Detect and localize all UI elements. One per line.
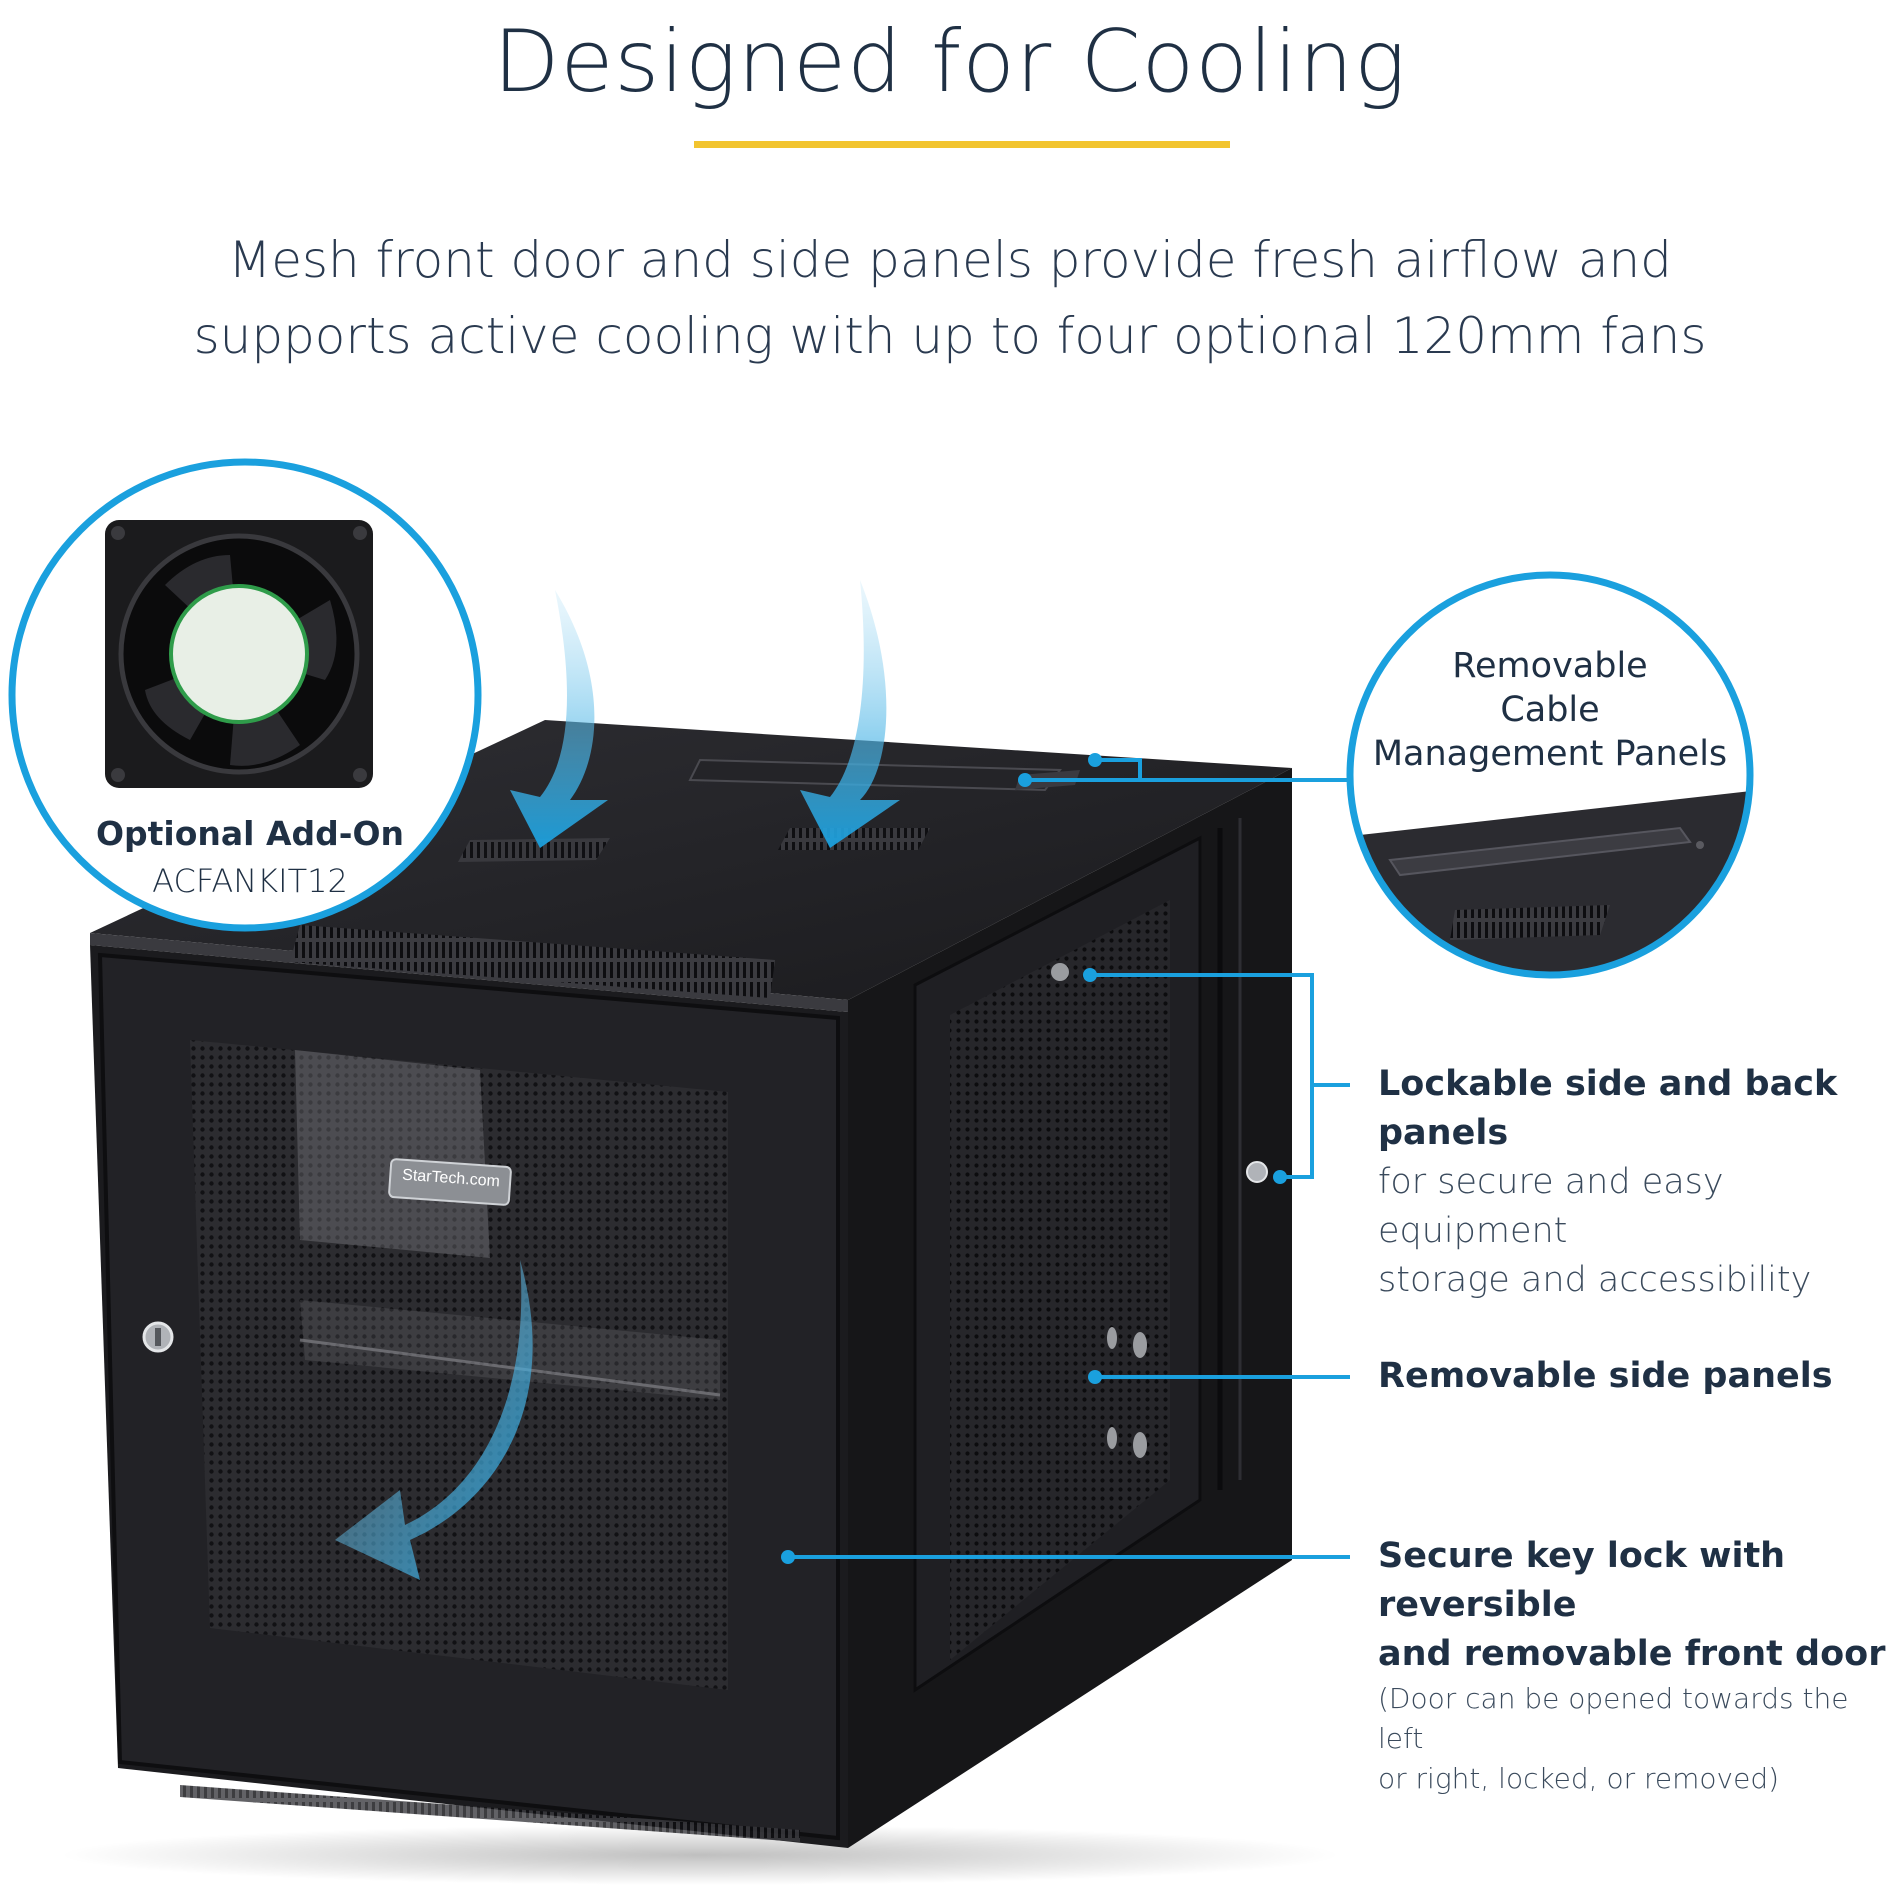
page-title: Designed for Cooling	[493, 12, 1407, 112]
feature-keylock-title-1: Secure key lock with reversible	[1378, 1536, 1786, 1625]
cable-panel-label: Removable Cable Management Panels	[1360, 644, 1740, 776]
feature-lockable-line1: for secure and easy equipment	[1378, 1162, 1724, 1251]
cabinet-top	[90, 720, 1292, 1012]
feature-keylock-title-2: and removable front door	[1378, 1634, 1886, 1674]
feature-removable-side: Removable side panels	[1378, 1352, 1833, 1401]
feature-lockable-title: Lockable side and back panels	[1378, 1064, 1838, 1153]
page-subtitle: Mesh front door and side panels provide …	[150, 222, 1750, 374]
cable-panel-label-1: Removable	[1452, 646, 1648, 686]
subtitle-line-2: supports active cooling with up to four …	[193, 307, 1707, 365]
fan-sku-label: ACFANKIT12	[152, 862, 348, 900]
cable-panel-label-2: Cable	[1500, 690, 1600, 730]
fan-addon-label: Optional Add-On	[95, 814, 405, 853]
feature-keylock-note-2: or right, locked, or removed)	[1378, 1762, 1780, 1795]
airflow-arrows	[335, 580, 900, 1580]
fan-callout-circle	[8, 458, 482, 932]
subtitle-line-1: Mesh front door and side panels provide …	[228, 231, 1672, 289]
cable-panel-label-3: Management Panels	[1372, 734, 1728, 774]
cabinet-side	[848, 768, 1292, 1848]
panel-callout-circle	[1346, 571, 1754, 979]
feature-removable-title: Removable side panels	[1378, 1356, 1833, 1396]
feature-lockable-panels: Lockable side and back panels for secure…	[1378, 1060, 1900, 1305]
feature-key-lock: Secure key lock with reversible and remo…	[1378, 1532, 1900, 1799]
callout-dots	[781, 753, 1287, 1564]
title-underline	[694, 141, 1230, 148]
feature-lockable-line2: storage and accessibility	[1378, 1260, 1812, 1300]
callout-lines	[788, 758, 1350, 1559]
cabinet-front	[90, 945, 848, 1848]
feature-keylock-note-1: (Door can be opened towards the left	[1378, 1682, 1849, 1755]
